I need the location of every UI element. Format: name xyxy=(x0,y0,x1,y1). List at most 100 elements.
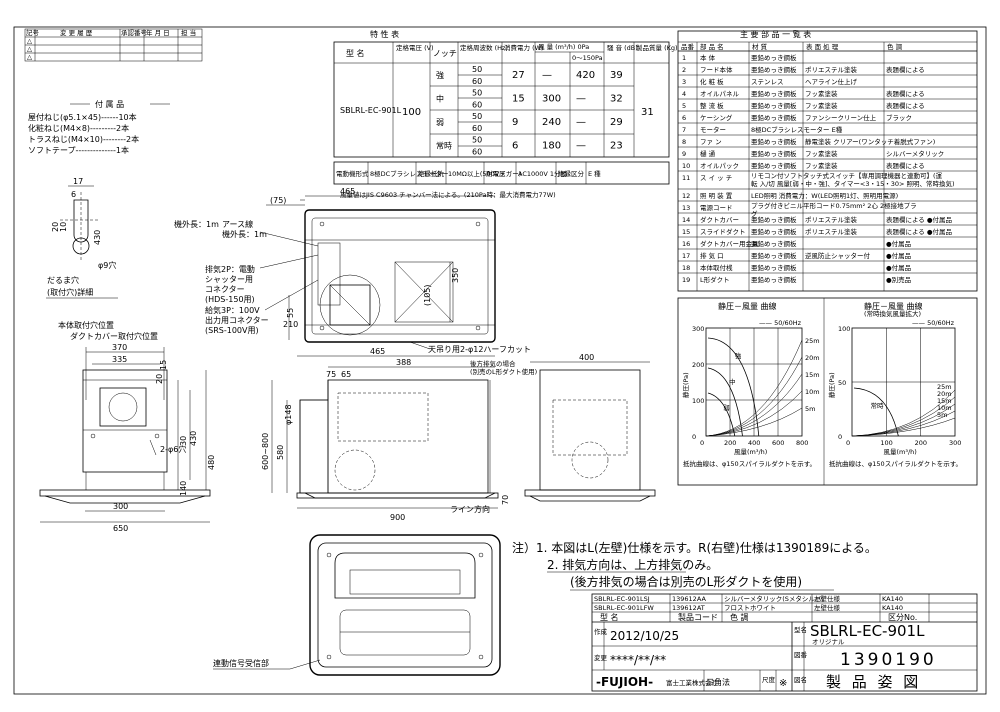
parts-material: リモコン付ソフトタッチ式スイッチ【専用調理機器と連動可】(運 xyxy=(751,171,943,180)
accessory-item: ソフトテープ--------------1本 xyxy=(28,145,129,155)
spec-h-voltage: 定格電圧 (V) xyxy=(396,43,434,52)
revision-table: 記号 変 更 履 歴 承認番号 年 月 日 担 当 △ △ △ xyxy=(24,28,203,62)
detail-dim: 17 xyxy=(73,177,83,186)
accessory-item: 化粧ねじ(M4×8)---------2本 xyxy=(28,123,129,133)
parts-name: L形ダクト xyxy=(700,275,730,284)
parts-material: LED照明 消費電力：W(LED照明1灯、照明用電源) xyxy=(751,191,898,200)
parts-no: 17 xyxy=(682,252,690,260)
plan-label: 給気3P：100V xyxy=(205,305,260,315)
bottom-label: 連動信号受信部 xyxy=(213,658,269,668)
x-tick: 800 xyxy=(796,439,808,447)
parts-no: 10 xyxy=(682,162,690,170)
tb-header: 区分No. xyxy=(888,613,917,622)
parts-no: 15 xyxy=(682,228,690,236)
duct-label: 5m xyxy=(805,405,815,413)
spec-hz: 60 xyxy=(472,124,482,133)
spec-notch: 中 xyxy=(436,94,444,104)
parts-name: 照 明 装 置 xyxy=(700,191,733,200)
parts-finish: 静電塗装 クリアー(ワンタッチ着脱式ファン) xyxy=(805,137,935,146)
parts-name: ス イ ッ チ xyxy=(700,174,732,182)
spec-model: SBLRL-EC-901L xyxy=(340,106,402,115)
parts-name: ケーシング xyxy=(700,113,733,122)
graph-note: 抵抗曲線は、φ150スパイラルダクトを示す。 xyxy=(683,459,816,468)
tb-header: 色 調 xyxy=(730,612,749,622)
parts-color: ●付属品 xyxy=(886,263,911,272)
parts-title: 主 要 部 品 一 覧 表 xyxy=(740,29,811,39)
parts-no: 5 xyxy=(682,102,686,110)
rev-h3: 年 月 日 xyxy=(146,28,170,37)
tb-model: SBLRL-EC-901L xyxy=(810,622,925,640)
spec-note: 風量値はJIS C9603 チャンバー法による。(210Pa時：最大消費電力77… xyxy=(340,190,556,199)
fan-curve-continuous xyxy=(853,387,899,437)
spec-power: 27 xyxy=(512,70,525,81)
parts-material: グ xyxy=(751,209,758,218)
motor-cell: 電動機形式 xyxy=(336,169,369,178)
detail-dim: 6 xyxy=(71,190,76,199)
parts-no: 1 xyxy=(682,54,686,62)
y-tick: 200 xyxy=(692,361,704,369)
x-tick: 200 xyxy=(724,439,736,447)
parts-material: 亜鉛めっき鋼板 xyxy=(751,239,797,248)
front-dim: 15 xyxy=(159,360,168,370)
y-tick: 100 xyxy=(838,325,850,333)
parts-material: 亜鉛めっき鋼板 xyxy=(751,113,797,122)
spec-airflow150: — xyxy=(576,141,586,152)
rear-view: 400 xyxy=(524,353,656,502)
x-tick: 100 xyxy=(880,439,892,447)
tb-variant-cell: KA140 xyxy=(882,604,903,612)
spec-voltage: 100 xyxy=(402,107,421,118)
parts-color: 表題欄による ●付属品 xyxy=(886,215,952,224)
spec-hz: 50 xyxy=(472,112,482,121)
plan-label: シャッター用 xyxy=(205,275,253,284)
parts-no: 19 xyxy=(682,276,690,284)
note-2: 2. 排気方向は、上方排気のみ。 xyxy=(547,557,718,572)
y-tick: 50 xyxy=(838,379,846,387)
spec-hz: 50 xyxy=(472,89,482,98)
plan-label: 天吊り用2-φ12ハーフカット xyxy=(428,345,531,354)
curve-label: 常時 xyxy=(871,401,885,410)
duct-label: 10m xyxy=(805,388,820,396)
parts-no: 2 xyxy=(682,66,686,74)
parts-color: シルバーメタリック xyxy=(886,149,944,158)
front-dim: 650 xyxy=(113,524,128,533)
spec-power: 9 xyxy=(512,117,518,128)
plan-label: 機外長：1m xyxy=(174,219,219,229)
motor-cell: 絶縁区分 xyxy=(558,169,585,178)
side-dim: 580 xyxy=(276,445,285,460)
parts-color: 表題欄による xyxy=(886,89,925,98)
x-axis-label: 風量(m³/h) xyxy=(734,448,767,456)
graph-title: 静圧－風量 曲線 xyxy=(864,301,923,311)
side-dim: 465 xyxy=(370,347,385,356)
tb-company: -FUJIOH- xyxy=(596,675,653,689)
motor-cell: 絶縁抵抗 xyxy=(418,169,445,178)
plan-label: コネクター xyxy=(205,285,245,294)
tb-model-label: 型名 xyxy=(794,625,807,634)
parts-material: 亜鉛めっき鋼板 xyxy=(751,101,797,110)
parts-color: 表題欄による xyxy=(886,65,925,74)
spec-airflow150: — xyxy=(576,94,586,105)
parts-name: フード本体 xyxy=(700,65,733,74)
curve-label: 弱 xyxy=(723,404,730,412)
tb-header: 製品コード xyxy=(678,612,718,622)
x-tick: 200 xyxy=(915,439,927,447)
parts-no: 3 xyxy=(682,78,686,86)
spec-hz: 50 xyxy=(472,65,482,74)
tb-drawing-label: 図名 xyxy=(794,675,807,684)
duct-curve xyxy=(705,373,803,437)
parts-finish: フッ素塗装 xyxy=(805,89,838,98)
parts-color: 表題欄による xyxy=(886,101,925,110)
side-dim: 600~800 xyxy=(261,433,270,470)
tb-number: 1390190 xyxy=(840,650,937,670)
parts-material: 転 入/切 風量[弱・中・強]、タイマー<3・15・30> 照明、常時換気) xyxy=(751,179,955,188)
front-dim: 370 xyxy=(112,343,127,352)
parts-no: 13 xyxy=(682,204,690,212)
parts-name: 本 体 xyxy=(700,53,716,62)
parts-material: ステンレス xyxy=(751,78,784,86)
detail-dim: φ9穴 xyxy=(98,260,116,270)
accessory-item: トラスねじ(M4×10)--------2本 xyxy=(28,134,139,144)
plan-label: 機外長：1m xyxy=(222,229,267,239)
tb-change-label: 変更 xyxy=(594,653,608,662)
spec-noise: 23 xyxy=(610,141,623,152)
front-view: 本体取付穴位置 ダクトカバー取付穴位置 370 335 2-φ6穴 20 15 … xyxy=(39,320,216,533)
